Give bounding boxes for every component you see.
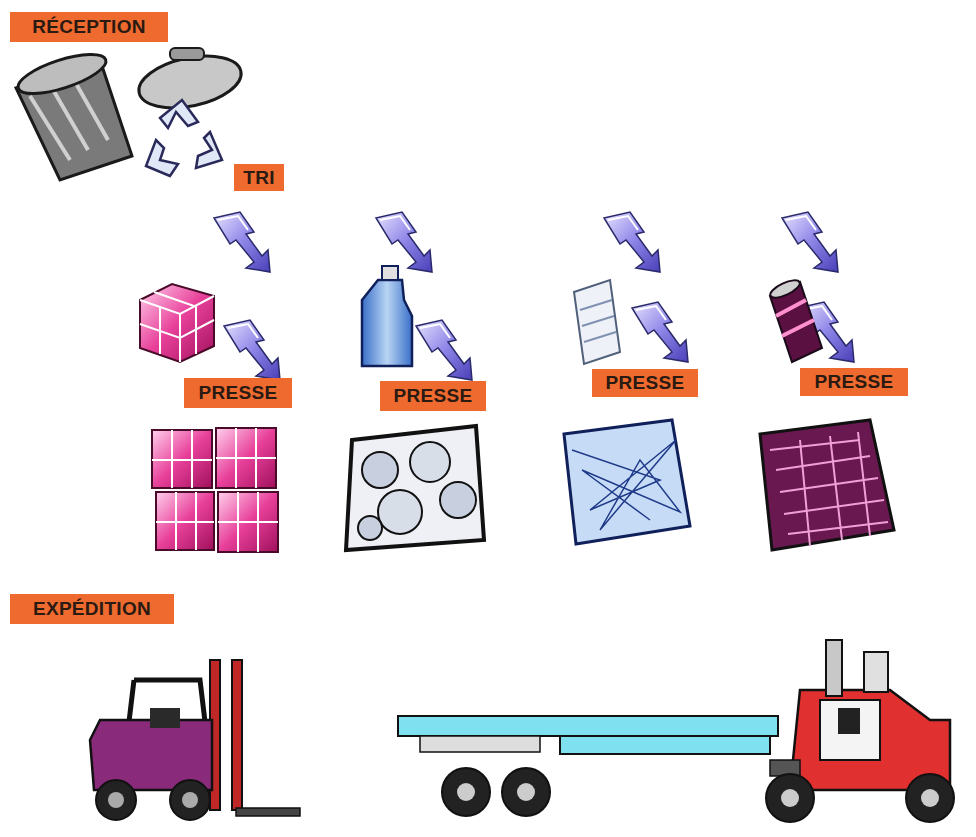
stage-label: PRESSE (184, 378, 292, 408)
paper-can (580, 300, 616, 342)
soda-can (776, 300, 814, 336)
stage-label: TRI (234, 164, 284, 191)
can-bale (770, 432, 888, 546)
forklift (182, 792, 198, 808)
illustration (224, 320, 280, 380)
truck (502, 768, 550, 816)
jug-bale (410, 442, 450, 482)
trash-can (14, 46, 246, 180)
truck (457, 783, 475, 801)
jug-bale (378, 490, 422, 534)
jug-bale (362, 452, 398, 488)
stage-label-text: PRESSE (815, 371, 894, 393)
truck (906, 774, 954, 822)
stage-label-text: RÉCEPTION (32, 16, 146, 38)
illustration (604, 212, 660, 272)
forklift (96, 780, 136, 820)
forklift (150, 708, 180, 728)
forklift (236, 808, 300, 816)
stage-label-text: PRESSE (606, 372, 685, 394)
jug-bale (346, 426, 484, 550)
stage-label: PRESSE (592, 369, 698, 397)
stage-label: RÉCEPTION (10, 12, 168, 42)
can-bale (760, 420, 894, 550)
plastic-jug (382, 266, 398, 280)
soda-can (768, 277, 822, 362)
stage-label: PRESSE (800, 368, 908, 396)
truck (766, 774, 814, 822)
paper-bale (572, 440, 680, 530)
illustration (632, 302, 688, 362)
truck (517, 783, 535, 801)
stage-label-text: PRESSE (199, 382, 278, 404)
stage-label: PRESSE (380, 381, 486, 411)
plastic-jug (362, 280, 412, 366)
truck (398, 716, 778, 736)
paper-can (574, 280, 620, 364)
carton-bale (152, 428, 278, 552)
jug-bale (440, 482, 476, 518)
trash-can (134, 48, 246, 117)
truck (838, 708, 860, 734)
paper-bale (564, 420, 690, 544)
carton-cube (140, 284, 214, 362)
trash-can (14, 46, 110, 101)
jug-bale (346, 426, 484, 550)
stage-label: EXPÉDITION (10, 594, 174, 624)
truck (921, 789, 939, 807)
illustration (214, 212, 270, 272)
stage-label-text: PRESSE (394, 385, 473, 407)
plastic-jug (362, 266, 412, 366)
truck (420, 736, 540, 752)
stage-label-text: EXPÉDITION (33, 598, 151, 620)
truck (781, 789, 799, 807)
truck (820, 700, 880, 760)
truck (398, 640, 954, 822)
truck (560, 736, 770, 754)
forklift (108, 792, 124, 808)
carton-cube (140, 284, 214, 362)
paper-bale (564, 420, 690, 544)
recycle-symbol (160, 100, 198, 128)
recycle-symbol (146, 100, 222, 176)
forklift (90, 660, 300, 820)
recycle-symbol (146, 140, 178, 176)
truck (826, 640, 842, 696)
forklift (232, 660, 242, 810)
paper-can (574, 280, 620, 364)
carton-cube (140, 292, 214, 362)
illustration (782, 212, 838, 272)
can-bale (760, 420, 894, 550)
recycle-symbol (196, 132, 222, 168)
jug-bale (358, 516, 382, 540)
trash-can (170, 48, 204, 60)
truck (442, 768, 490, 816)
stage-label-text: TRI (243, 167, 275, 189)
illustration (416, 320, 472, 380)
forklift (170, 780, 210, 820)
soda-can (768, 277, 802, 301)
illustration (376, 212, 432, 272)
carton-bale (152, 428, 278, 552)
truck (864, 652, 888, 692)
